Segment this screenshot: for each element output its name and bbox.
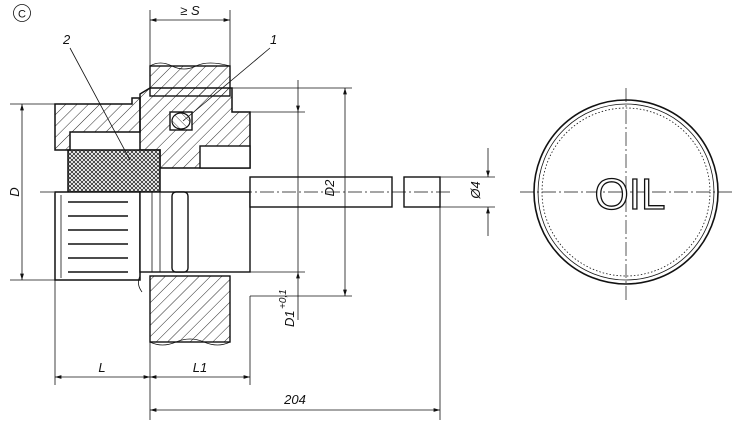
- label-length: 204: [283, 392, 306, 407]
- plug-body: [139, 87, 251, 169]
- label-L: L: [98, 360, 105, 375]
- label-D1: D1: [282, 310, 297, 327]
- end-view: OIL: [533, 99, 719, 285]
- knurled-insert: [67, 149, 161, 193]
- label-part-2: 2: [62, 32, 71, 47]
- label-dia4: Ø4: [468, 181, 483, 199]
- variant-mark: C: [13, 4, 31, 22]
- svg-text:C: C: [18, 9, 26, 21]
- knurled-grip: [54, 191, 141, 281]
- leader-part-1: [182, 47, 271, 122]
- label-S: ≥ S: [180, 3, 200, 18]
- oil-label: OIL: [595, 170, 666, 219]
- leader-part-2: [69, 47, 131, 161]
- label-D1-group: D1 +0,1: [278, 289, 297, 327]
- label-L1: L1: [193, 360, 207, 375]
- label-D2: D2: [322, 179, 337, 196]
- cap: [54, 97, 251, 293]
- label-D: D: [7, 187, 22, 196]
- label-D1-tolerance: +0,1: [278, 289, 289, 309]
- dimension-lines: [10, 10, 495, 420]
- o-ring: [171, 112, 191, 130]
- label-part-1: 1: [270, 32, 277, 47]
